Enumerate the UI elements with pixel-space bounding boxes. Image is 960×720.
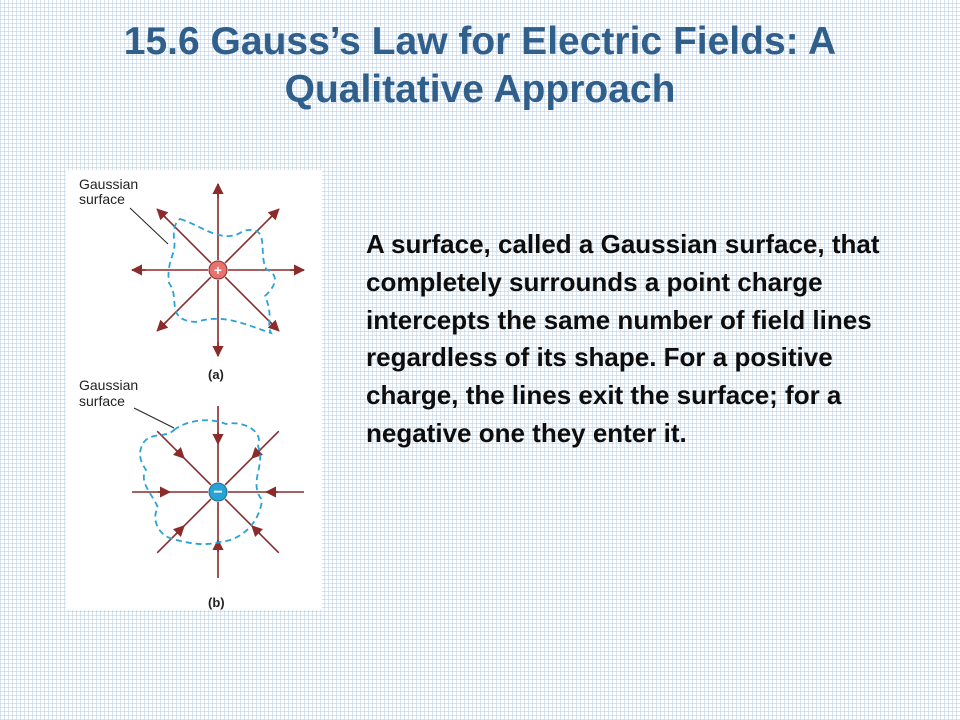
panel-b-gaussian-surface: [139, 419, 263, 545]
panel-a-field-arrow: [156, 208, 169, 221]
gaussian-surface-figure: Gaussian surface + (a) Gaussian surface …: [66, 170, 322, 610]
panel-a: Gaussian surface + (a): [79, 176, 306, 382]
panel-b-field-arrow: [172, 525, 185, 538]
panel-b-field-arrow: [251, 525, 264, 538]
panel-a-gaussian-surface: [167, 218, 276, 335]
positive-charge: [208, 260, 228, 280]
negative-charge: [208, 482, 228, 502]
panel-b-label-line2: surface: [79, 393, 125, 409]
panel-b-label-leader: [133, 407, 175, 429]
body-paragraph: A surface, called a Gaussian surface, th…: [366, 229, 880, 448]
slide-title: 15.6 Gauss’s Law for Electric Fields: A …: [123, 20, 837, 111]
panel-b-label-line1: Gaussian: [79, 377, 138, 393]
panel-b-field-arrow: [172, 446, 185, 459]
panel-b-field-line: [156, 498, 212, 554]
panel-a-field-lines: [130, 182, 306, 358]
panel-a-label-line1: Gaussian: [79, 176, 138, 192]
panel-b: Gaussian surface − (b): [79, 377, 304, 610]
panel-a-field-arrow: [267, 319, 280, 332]
panel-a-caption: (a): [208, 367, 224, 382]
panel-b-field-arrow: [251, 446, 264, 459]
panel-b-caption: (b): [208, 595, 225, 610]
panel-a-label-line2: surface: [79, 191, 125, 207]
figure-svg: Gaussian surface + (a) Gaussian surface …: [79, 176, 306, 610]
negative-charge-symbol: −: [213, 484, 222, 501]
positive-charge-symbol: +: [214, 262, 222, 278]
panel-a-label-leader: [129, 207, 169, 245]
panel-a-field-arrow: [267, 208, 280, 221]
panel-b-field-lines: [132, 406, 304, 578]
panel-a-field-arrow: [156, 319, 169, 332]
